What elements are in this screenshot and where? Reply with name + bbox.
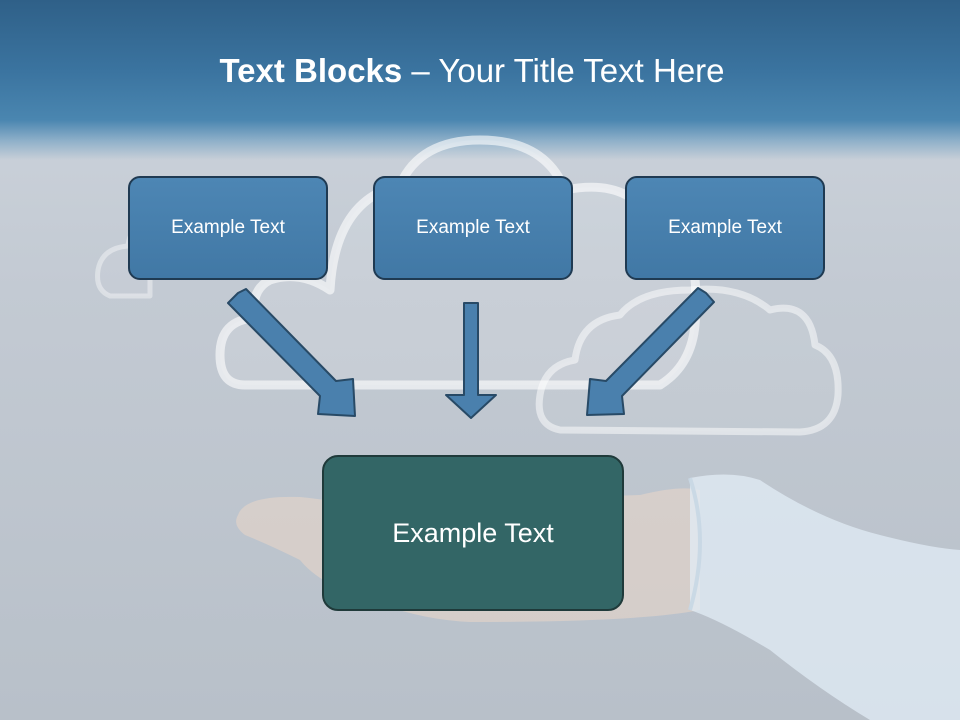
title-separator: – [402,52,439,89]
text-block-1[interactable]: Example Text [128,176,328,280]
header-band [0,0,960,160]
sleeve-icon [690,474,960,720]
text-block-2[interactable]: Example Text [373,176,573,280]
text-block-3[interactable]: Example Text [625,176,825,280]
title-bold: Text Blocks [219,52,403,89]
text-block-label: Example Text [668,217,782,238]
title-rest: Your Title Text Here [438,52,725,89]
main-text-block-label: Example Text [392,517,554,548]
main-text-block[interactable]: Example Text [322,455,624,611]
page-title: Text Blocks – Your Title Text Here [0,52,944,90]
arrow-center-icon [445,302,497,419]
text-block-label: Example Text [416,217,530,238]
arrow-right-icon [586,287,715,416]
text-block-label: Example Text [171,217,285,238]
arrow-left-icon [227,288,356,417]
